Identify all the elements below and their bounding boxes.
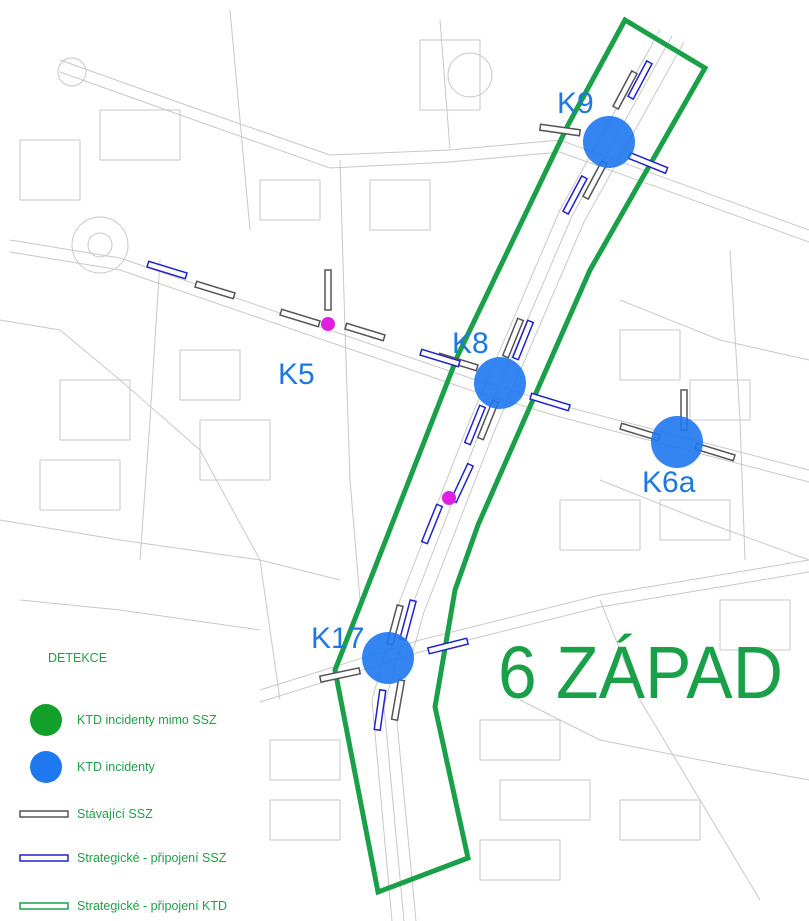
detector-k5[interactable]: [321, 317, 335, 331]
road-east-2: [619, 299, 809, 361]
roundabout: [71, 216, 129, 274]
roundabout-nw: [57, 57, 87, 87]
road-north-diagonal-2: [59, 71, 809, 243]
strategic-signal-bar: [146, 260, 188, 280]
label-k5: K5: [278, 358, 315, 391]
strategic-signal-bar: [529, 392, 571, 412]
existing-signal-bar: [324, 269, 332, 311]
block: [19, 139, 81, 201]
gray-bar-icon: [19, 810, 69, 818]
block: [479, 839, 561, 881]
existing-signal-bar: [279, 308, 321, 328]
strategic-signal-bar: [426, 637, 470, 655]
road-main-west-east: [9, 239, 809, 471]
existing-signal-bar: [611, 69, 639, 111]
block: [619, 799, 701, 841]
block: [39, 459, 121, 511]
existing-signal-bar: [390, 678, 406, 722]
roundabout-inner: [87, 232, 113, 258]
block: [559, 499, 641, 551]
block: [59, 379, 131, 441]
road-avenue-c: [395, 41, 685, 921]
legend: DETEKCE KTD incidenty mimo SSZ KTD incid…: [19, 651, 227, 913]
green-dot-icon: [30, 704, 62, 736]
strategic-signal-bar: [420, 503, 444, 545]
label-k8: K8: [452, 327, 489, 360]
block: [419, 39, 481, 111]
block: [369, 179, 431, 231]
existing-signal-bar: [538, 123, 582, 137]
legend-label-strat-ssz: Strategické - připojení SSZ: [77, 851, 227, 865]
block: [479, 719, 561, 761]
block: [269, 799, 341, 841]
road-east-1: [599, 479, 809, 561]
block: [99, 109, 181, 161]
block: [619, 329, 681, 381]
zone-title: 6 ZÁPAD: [498, 631, 783, 714]
road-south: [259, 559, 809, 691]
legend-label-ktd-mimo: KTD incidenty mimo SSZ: [77, 713, 217, 727]
strategic-signals: [146, 59, 669, 732]
strategic-signal-bar: [419, 348, 461, 368]
road-avenue-b: [383, 35, 673, 921]
existing-signal-bar: [318, 667, 362, 683]
road-west-2: [0, 519, 341, 581]
road-vertical-5: [729, 249, 746, 561]
legend-label-strat-ktd: Strategické - připojení KTD: [77, 899, 227, 913]
strategic-signal-bar: [626, 59, 654, 101]
block: [689, 379, 751, 421]
blue-dot-icon: [30, 751, 62, 783]
existing-signal-bar: [501, 317, 525, 359]
road-west-1: [0, 319, 281, 701]
legend-heading: DETEKCE: [48, 651, 107, 665]
legend-label-stavajici: Stávající SSZ: [77, 807, 153, 821]
existing-signal-bar: [194, 280, 236, 300]
k8-incident-marker[interactable]: [474, 357, 526, 409]
existing-signal-bar: [344, 322, 386, 342]
road-vertical-4: [139, 259, 161, 561]
zone-outline: [332, 16, 709, 896]
road-vertical-1: [339, 159, 361, 601]
incident-markers: [362, 116, 703, 684]
legend-label-ktd: KTD incidenty: [77, 760, 156, 774]
road-west-3: [19, 599, 261, 631]
strategic-signal-bar: [561, 174, 589, 216]
block: [179, 349, 241, 401]
block: [269, 739, 341, 781]
k17-incident-marker[interactable]: [362, 632, 414, 684]
block: [259, 179, 321, 221]
label-k17: K17: [311, 622, 364, 655]
strategic-signal-bar: [463, 404, 487, 446]
block: [719, 599, 791, 651]
blue-bar-icon: [19, 854, 69, 862]
road-vertical-3: [439, 19, 451, 151]
park-oval: [447, 52, 493, 98]
block: [499, 779, 591, 821]
label-k9: K9: [557, 87, 594, 120]
label-k6a: K6a: [642, 466, 696, 499]
detector-midway[interactable]: [442, 491, 456, 505]
road-vertical-2: [229, 9, 251, 231]
block: [659, 499, 731, 541]
k6a-incident-marker[interactable]: [651, 416, 703, 468]
k9-incident-marker[interactable]: [583, 116, 635, 168]
strategic-signal-bar: [511, 319, 535, 361]
road-east-3: [599, 599, 761, 901]
strategic-signal-bar: [373, 688, 387, 732]
green-bar-icon: [19, 902, 69, 910]
block: [199, 419, 271, 481]
road-main-west-east-2: [9, 251, 809, 483]
